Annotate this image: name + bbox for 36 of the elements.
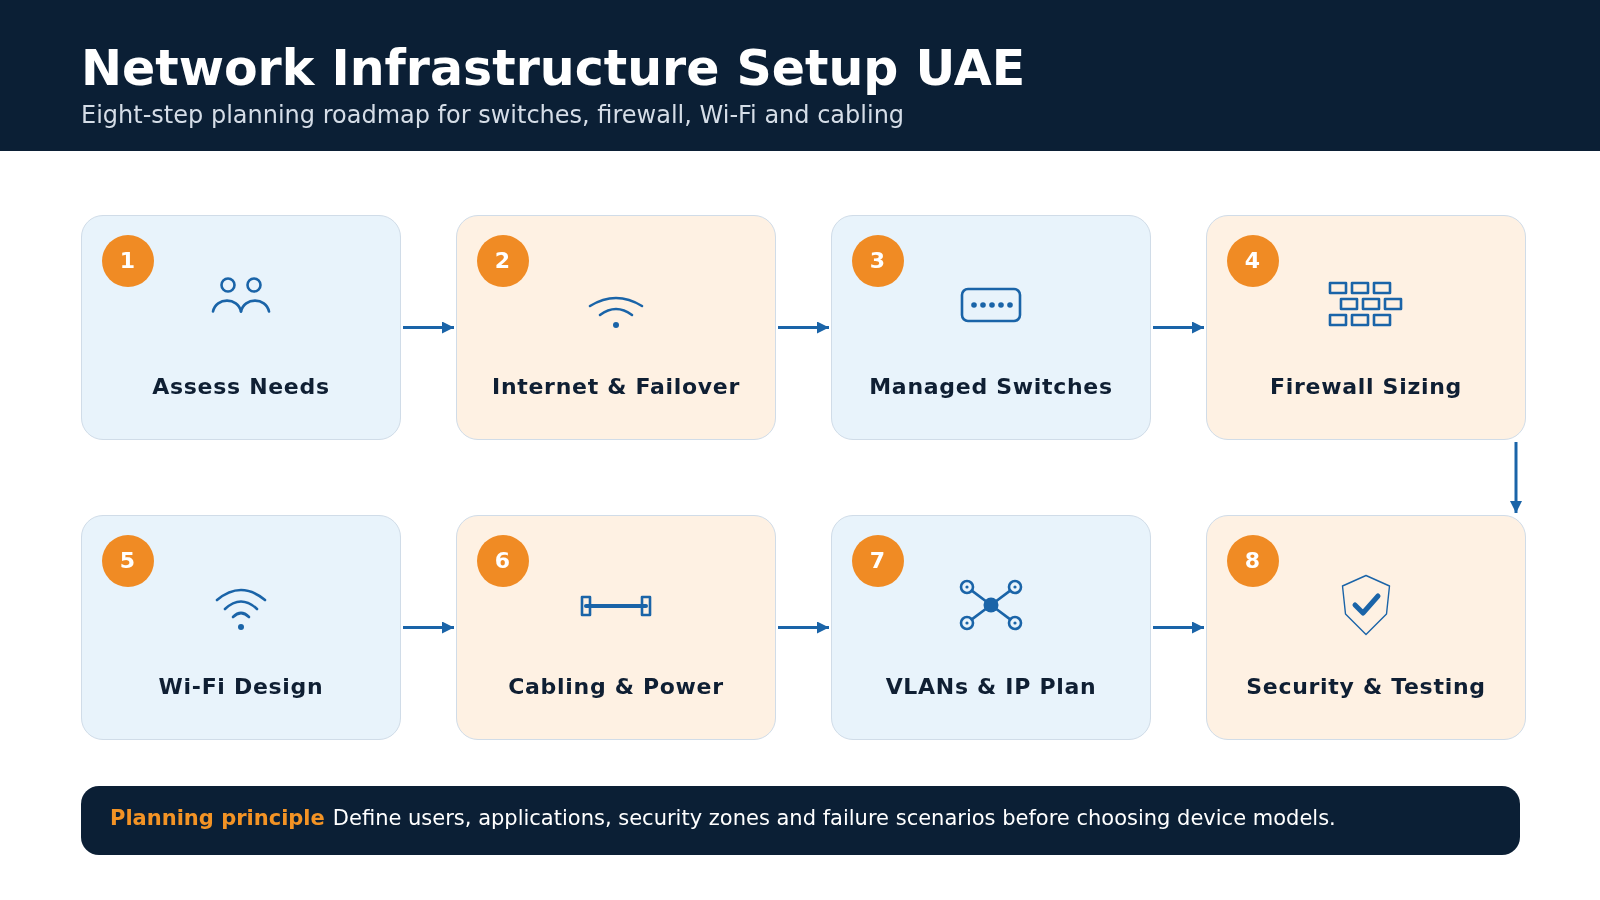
step-number-badge: 6 <box>476 535 529 587</box>
arrow <box>403 621 454 634</box>
principle-banner <box>81 786 1520 855</box>
step-title: VLANs & IP Plan <box>885 673 1097 699</box>
step-card <box>456 515 776 740</box>
step-title: Assess Needs <box>152 373 330 399</box>
step-number-badge: 8 <box>1226 535 1279 587</box>
arrow <box>1510 442 1522 513</box>
step-card <box>1206 215 1526 440</box>
step-card <box>81 215 401 440</box>
arrow <box>778 621 829 634</box>
step-title: Firewall Sizing <box>1270 373 1462 399</box>
step-title: Security & Testing <box>1246 673 1486 699</box>
step-card <box>831 215 1151 440</box>
arrow <box>403 321 454 334</box>
step-card <box>456 215 776 440</box>
arrow <box>778 321 829 334</box>
step-number-badge: 3 <box>851 235 904 287</box>
arrow <box>1153 621 1204 634</box>
step-title: Wi-Fi Design <box>158 673 324 699</box>
step-title: Cabling & Power <box>508 673 724 699</box>
principle-heading: Planning principle <box>110 805 325 830</box>
subtitle: Eight-step planning roadmap for switches, firewall, Wi-Fi and cabling <box>81 101 905 129</box>
arrow <box>1153 321 1204 334</box>
step-card <box>1206 515 1526 740</box>
step-number-badge: 2 <box>476 235 529 287</box>
principle-text: Define users, applications, security zones and failure scenarios before choosing device models. <box>332 805 1336 830</box>
step-title: Managed Switches <box>869 373 1113 399</box>
step-card <box>81 515 401 740</box>
step-number-badge: 4 <box>1226 235 1279 287</box>
step-card <box>831 515 1151 740</box>
step-number-badge: 1 <box>101 235 154 287</box>
step-title: Internet & Failover <box>492 373 740 399</box>
step-number-badge: 7 <box>851 535 904 587</box>
title: Network Infrastructure Setup UAE <box>81 40 1026 97</box>
step-number-badge: 5 <box>101 535 154 587</box>
